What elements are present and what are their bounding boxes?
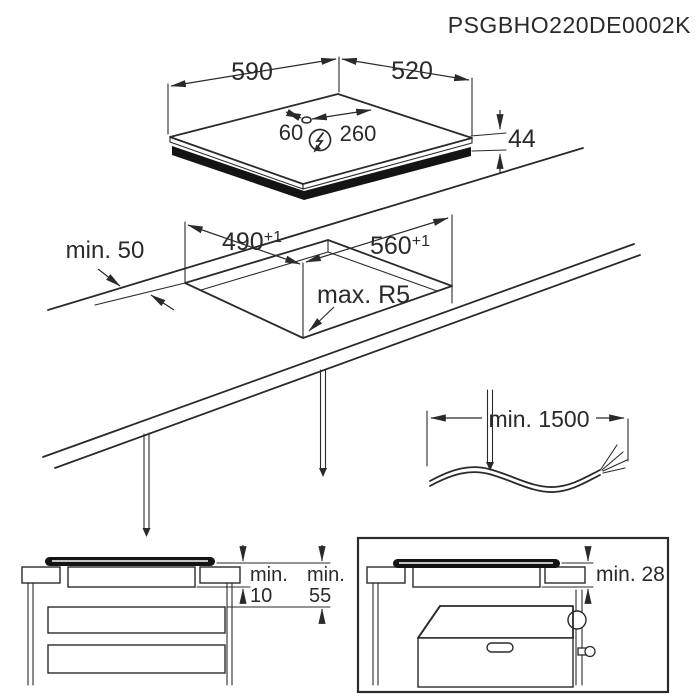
oven-cooktop-housing (412, 566, 541, 588)
worktop-cutout-view: 490+1 560+1 min. 50 max. R5 (42, 147, 641, 537)
oven-cabinet-right-wall (575, 589, 583, 686)
cutout-front-edge-extension (94, 282, 186, 306)
oven-fan-circle (567, 610, 587, 630)
cable-curve-top (429, 466, 601, 488)
cable-wire-ends (600, 444, 628, 474)
oven-handle (486, 642, 514, 653)
cutout-width-label: 560+1 (370, 232, 430, 260)
drawer-front-lower (47, 644, 226, 674)
oven-cabinet-left-wall (372, 582, 379, 686)
corner-radius-label: max. R5 (317, 281, 410, 309)
cutout-depth-dim-line (187, 224, 301, 265)
power-cable-diagram: min. 1500 (426, 406, 629, 493)
cable-length-label: min. 1500 (488, 406, 589, 432)
cooktop-width-label: 590 (231, 58, 273, 86)
cooktop-housing-box (67, 566, 196, 588)
corner-radius-arrow (308, 306, 335, 332)
worktop-front-edge-top (42, 243, 635, 458)
cooktop-depth-label: 520 (391, 57, 433, 85)
cable-offset-left-arrow (285, 109, 302, 121)
cooktop-glass-edge-right (302, 137, 473, 190)
cooktop-depth-dim-line (341, 57, 470, 82)
oven-clearance-label: min. 28 (596, 563, 665, 586)
projection-line-right (486, 389, 494, 471)
oven-counter-left (366, 566, 406, 584)
drawer-counter-right (199, 566, 241, 584)
projection-line-left (142, 432, 151, 537)
cabinet-right-wall (226, 582, 233, 686)
worktop-front-edge-bottom (54, 254, 641, 469)
cabinet-left-wall (27, 582, 34, 686)
oven-body (417, 605, 574, 688)
cutout-width-dim-line (305, 217, 449, 263)
clearance-a-prefix: min. (250, 564, 288, 586)
oven-section-border (356, 536, 670, 694)
cable-offset-right-label: 260 (340, 121, 377, 146)
clearance-b-prefix: min. (307, 564, 345, 586)
cable-offset-left-label: 60 (279, 120, 303, 145)
model-number: PSGBHO220DE0002K (448, 12, 691, 38)
projection-line-middle (319, 369, 327, 477)
thickness-ext-bottom (471, 149, 507, 152)
oven-counter-right (544, 566, 586, 584)
cooktop-thickness-label: 44 (508, 125, 536, 153)
drawer-counter-left (21, 566, 61, 584)
cable-offset-right-arrow (311, 108, 372, 121)
rear-clearance-label: min. 50 (66, 237, 145, 264)
worktop-back-edge (47, 147, 584, 311)
cooktop-body-right (304, 147, 471, 200)
thickness-ext-top (470, 132, 507, 137)
oven-clearance-section: min. 28 (356, 536, 670, 694)
lightning-bolt-icon (308, 128, 332, 153)
cooktop-width-dim-line (170, 57, 337, 88)
rear-clearance-arrow-lower (150, 294, 175, 311)
cable-entry-point (301, 116, 312, 124)
cutout-depth-label: 490+1 (222, 228, 282, 256)
rear-clearance-arrow-upper (97, 268, 121, 287)
cable-curve-bottom (429, 471, 601, 493)
clearance-a-value: 10 (250, 585, 272, 607)
cooktop-body-left (172, 146, 304, 200)
cooktop-isometric-view: 590 520 44 60 260 (167, 56, 536, 200)
clearance-b-value: 55 (309, 585, 331, 607)
drawer-front-upper (47, 606, 226, 634)
drawer-clearance-section: min. 10 min. 55 (21, 545, 345, 686)
oven-side-knob (577, 645, 596, 658)
